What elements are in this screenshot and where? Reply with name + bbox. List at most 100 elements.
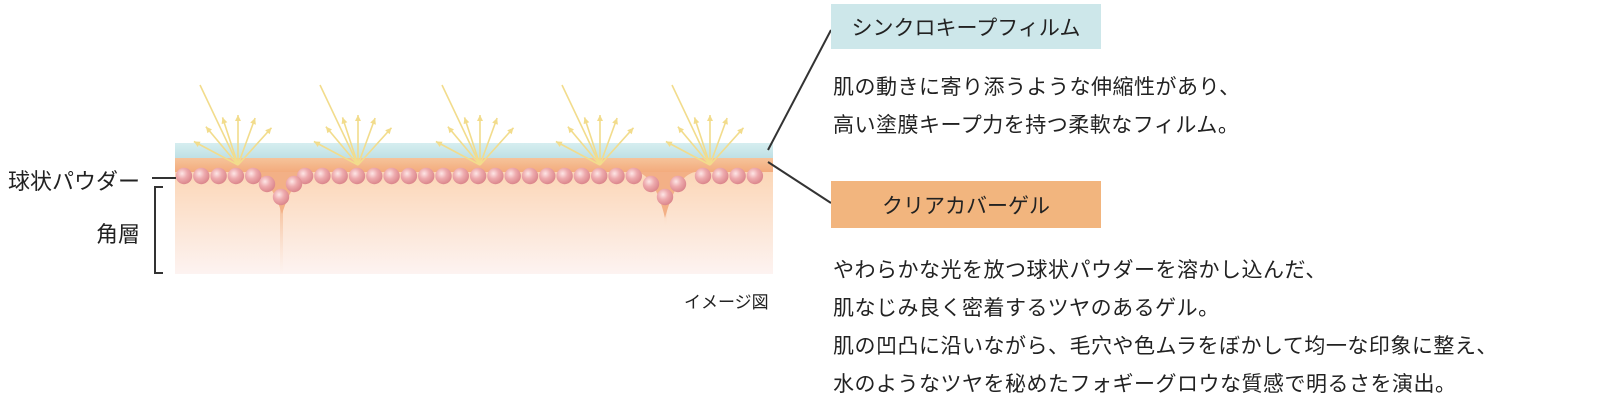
light-ray-arrowhead	[250, 118, 256, 125]
light-ray-arrowhead	[193, 141, 201, 147]
light-ray-arrow	[463, 117, 481, 166]
light-ray-arrow	[599, 117, 618, 166]
powder-sphere	[258, 175, 276, 193]
light-ray-arrow	[709, 127, 745, 166]
light-ray-arrowhead	[435, 141, 443, 147]
light-ray-arrowhead	[221, 117, 228, 125]
gel-description-line: 水のようなツヤを秘めたフォギーグロウな質感で明るさを演出。	[833, 372, 1457, 396]
powder-sphere	[642, 175, 660, 193]
light-ray-arrowhead	[583, 117, 590, 125]
light-ray-arrowhead	[370, 118, 376, 125]
powder-sphere	[556, 167, 573, 185]
light-ray-arrow	[599, 127, 635, 166]
light-ray-arrow	[479, 127, 515, 166]
powder-sphere	[625, 167, 642, 185]
light-ray-arrow	[435, 140, 481, 166]
light-ray-arrow	[665, 140, 711, 166]
powder-sphere	[383, 167, 400, 185]
light-ray-arrowhead	[325, 126, 332, 134]
light-ray-arrow	[221, 117, 239, 166]
light-ray-arrowhead	[597, 115, 603, 121]
film-description-line: 肌の動きに寄り添うような伸縮性があり、	[833, 75, 1241, 99]
gel-title-box: クリアカバーゲル	[831, 181, 1101, 228]
powder-sphere	[331, 167, 348, 185]
light-ray-arrowhead	[235, 115, 241, 121]
light-ray-arrow	[357, 117, 376, 166]
powder-sphere	[210, 167, 227, 185]
powder-sphere	[694, 167, 712, 185]
horny-layer-bracket	[154, 186, 163, 274]
gel-description: やわらかな光を放つ球状パウダーを溶かし込んだ、 肌なじみ良く密着するツヤのあるゲ…	[833, 251, 1498, 403]
powder-sphere	[314, 167, 331, 185]
light-ray-arrow	[567, 126, 601, 166]
light-ray-arrow	[325, 126, 359, 166]
light-ray-arrow	[313, 140, 359, 166]
film-title: シンクロキープフィルム	[851, 15, 1081, 40]
light-ray-arrow	[555, 140, 601, 166]
light-ray-arrow	[357, 127, 393, 166]
gel-callout-line	[767, 161, 832, 204]
light-ray-arrowhead	[507, 127, 514, 135]
powder-sphere	[487, 167, 504, 185]
light-ray	[199, 84, 239, 166]
gel-description-line: 肌の凹凸に沿いながら、毛穴や色ムラをぼかして均一な印象に整え、	[833, 334, 1498, 358]
powder-sphere	[435, 167, 452, 185]
light-ray	[561, 84, 601, 166]
powder-sphere	[227, 167, 245, 185]
light-ray-arrowhead	[677, 126, 684, 134]
light-ray-arrow	[583, 117, 601, 166]
light-ray-arrow	[709, 117, 728, 166]
powder-sphere	[656, 188, 674, 206]
powder-sphere	[193, 167, 210, 185]
powder-sphere	[418, 167, 435, 185]
powder-sphere	[469, 167, 487, 185]
light-ray-arrowhead	[492, 118, 498, 125]
light-ray-arrowhead	[693, 117, 700, 125]
powder-sphere	[746, 167, 764, 185]
gel-description-line: 肌なじみ良く密着するツヤのあるゲル。	[833, 296, 1220, 320]
film-callout-line	[767, 29, 832, 151]
powder-sphere	[669, 175, 687, 193]
light-ray	[441, 84, 481, 166]
light-rays	[193, 84, 745, 166]
light-ray-arrow	[447, 126, 481, 166]
light-ray-arrow	[205, 126, 239, 166]
light-ray-arrowhead	[477, 115, 483, 121]
light-ray	[671, 84, 711, 166]
powder-sphere	[245, 167, 262, 185]
light-ray-arrowhead	[205, 126, 212, 134]
light-ray-arrowhead	[385, 127, 392, 135]
light-ray-arrowhead	[737, 127, 744, 135]
powder-sphere	[539, 167, 556, 185]
light-ray-arrowhead	[665, 141, 673, 147]
film-description-line: 高い塗膜キープ力を持つ柔軟なフィルム。	[833, 113, 1240, 137]
powder-sphere	[729, 167, 746, 185]
light-ray-arrowhead	[627, 127, 634, 135]
powder-label: 球状パウダー	[8, 170, 141, 195]
light-ray-arrowhead	[463, 117, 470, 125]
light-ray-arrowhead	[265, 127, 272, 135]
powder-sphere	[348, 167, 366, 185]
powder-sphere	[366, 167, 383, 185]
powder-sphere	[608, 167, 625, 185]
spherical-powder	[175, 167, 764, 206]
pore-shadow-left	[280, 196, 283, 274]
powder-sphere	[175, 167, 193, 185]
light-ray-arrowhead	[612, 118, 618, 125]
light-ray-arrowhead	[447, 126, 454, 134]
powder-sphere	[272, 188, 290, 206]
horny-layer-label: 角層	[96, 223, 141, 248]
light-ray	[319, 84, 359, 166]
gel-description-line: やわらかな光を放つ球状パウダーを溶かし込んだ、	[833, 258, 1327, 282]
light-ray-arrow	[341, 117, 359, 166]
powder-sphere	[285, 175, 303, 193]
light-ray-arrowhead	[707, 115, 713, 121]
light-ray-arrowhead	[555, 141, 563, 147]
powder-sphere	[712, 167, 729, 185]
gel-title: クリアカバーゲル	[882, 193, 1050, 218]
light-ray-arrowhead	[313, 141, 321, 147]
light-ray-arrowhead	[341, 117, 348, 125]
light-ray-arrowhead	[722, 118, 728, 125]
film-description: 肌の動きに寄り添うような伸縮性があり、 高い塗膜キープ力を持つ柔軟なフィルム。	[833, 68, 1241, 144]
